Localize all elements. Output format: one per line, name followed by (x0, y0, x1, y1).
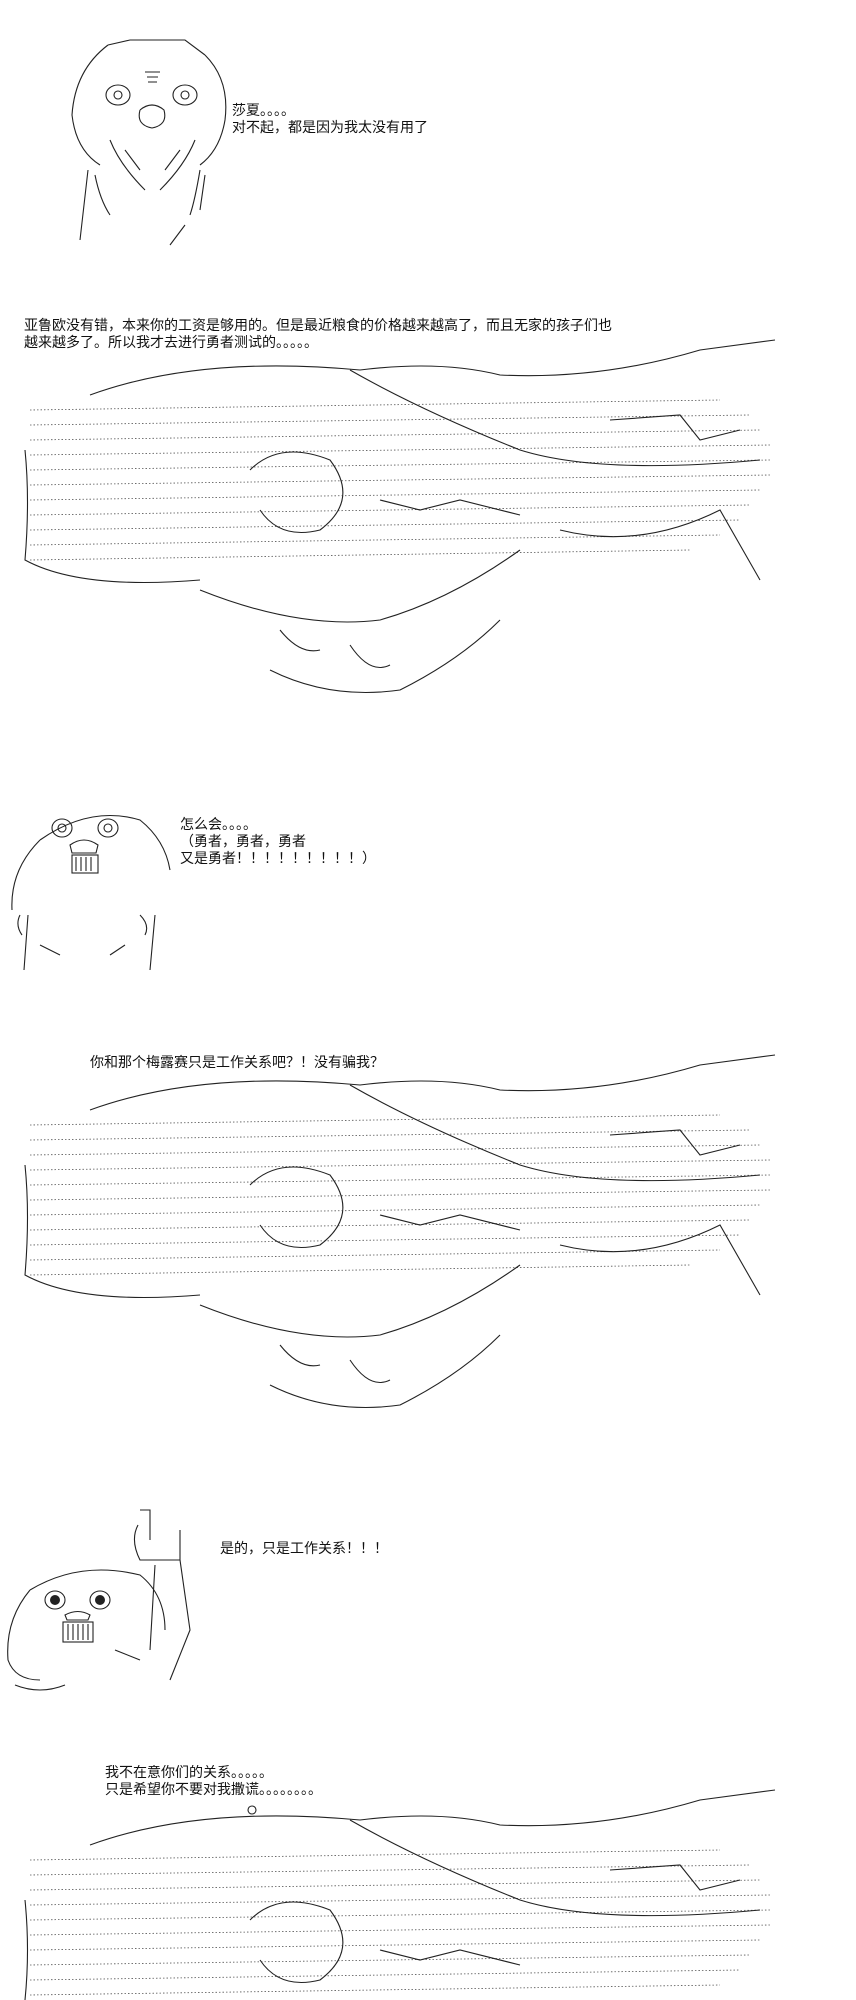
dialog-line: 对不起，都是因为我太没有用了 (232, 120, 428, 136)
dialog-line: 怎么会。。。。 (180, 817, 257, 833)
dialog-line: 又是勇者！！！！！！！！！） (180, 851, 376, 867)
dialog-line: 我不在意你们的关系。。。。。 (105, 1765, 273, 1781)
hands-holding-art (24, 1789, 776, 2000)
dialog-line: 莎夏。。。。 (232, 103, 295, 119)
dialog-line: 越来越多了。所以我才去进行勇者测试的。。。。。 (24, 335, 318, 351)
dialog-line: 是的，只是工作关系！！！ (220, 1541, 388, 1557)
hands-holding-art (24, 1054, 776, 1409)
panel-6: 我不在意你们的关系。。。。。 只是希望你不要对我撒谎。。。。。。。。 (0, 1765, 856, 2000)
panel-3: 怎么会。。。。 （勇者，勇者，勇者 又是勇者！！！！！！！！！） (0, 795, 856, 995)
dialog-line: 亚鲁欧没有错，本来你的工资是够用的。但是最近粮食的价格越来越高了，而且无家的孩子… (24, 318, 612, 334)
character-art-confident (7, 1509, 191, 1691)
dialog-line: 只是希望你不要对我撒谎。。。。。。。。 (105, 1782, 322, 1798)
panel-2: 亚鲁欧没有错，本来你的工资是够用的。但是最近粮食的价格越来越高了，而且无家的孩子… (0, 300, 856, 755)
dialog-line: 你和那个梅露赛只是工作关系吧？！没有骗我？ (90, 1055, 384, 1071)
dialog-line: （勇者，勇者，勇者 (180, 834, 306, 850)
panel-4: 你和那个梅露赛只是工作关系吧？！没有骗我？ (0, 1040, 856, 1480)
character-art-shocked (11, 814, 171, 971)
hands-holding-art (24, 339, 776, 694)
character-art-sad (71, 39, 227, 246)
panel-5: 是的，只是工作关系！！！ (0, 1500, 856, 1710)
panel-1: 莎夏。。。。 对不起，都是因为我太没有用了 (0, 0, 856, 270)
